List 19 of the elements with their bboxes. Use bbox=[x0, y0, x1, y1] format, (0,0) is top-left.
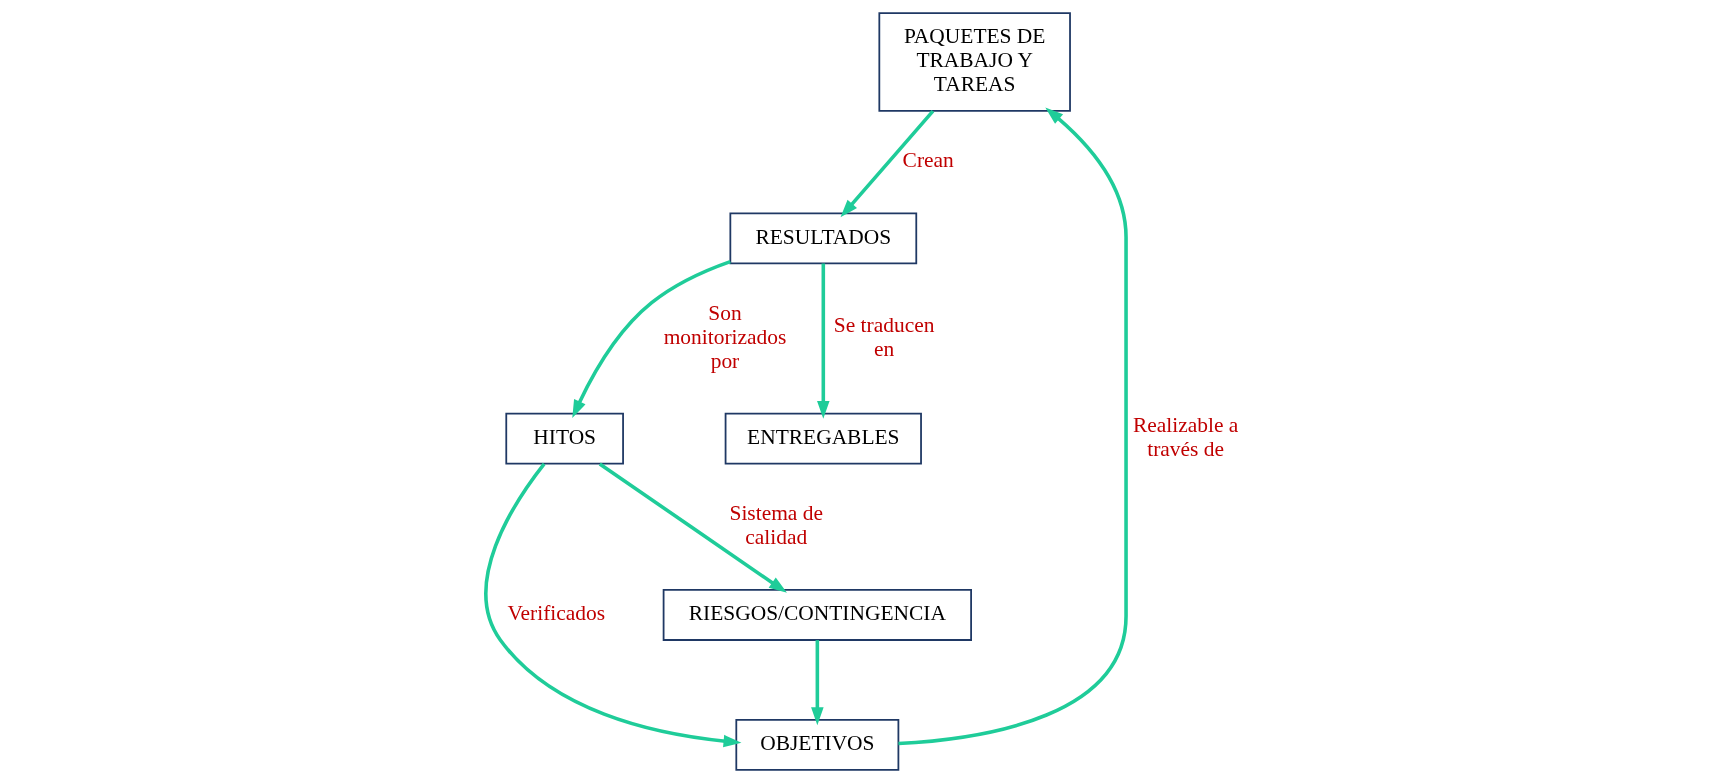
edge-label: Se traducen en bbox=[833, 312, 935, 361]
edge-label: Crean bbox=[902, 148, 954, 173]
arrow bbox=[598, 462, 787, 593]
arrow bbox=[840, 109, 935, 218]
edge-label: Verificados bbox=[507, 601, 606, 626]
arrow bbox=[898, 107, 1128, 746]
node-box: RIESGOS/CONTINGENCIA bbox=[662, 589, 972, 641]
node-box: OBJETIVOS bbox=[735, 718, 900, 771]
arrow bbox=[572, 259, 731, 418]
edge-label: Son monitorizados por bbox=[663, 300, 787, 373]
arrow bbox=[484, 462, 742, 748]
arrow bbox=[817, 263, 830, 419]
edge-label: Realizable a través de bbox=[1132, 412, 1239, 461]
node-box: RESULTADOS bbox=[729, 212, 918, 265]
edge-label: Sistema de calidad bbox=[729, 501, 823, 549]
node-box: ENTREGABLES bbox=[724, 412, 922, 465]
node-box: PAQUETES DE TRABAJO Y TAREAS bbox=[878, 12, 1071, 112]
arrow bbox=[811, 640, 824, 726]
node-box: HITOS bbox=[505, 412, 624, 465]
